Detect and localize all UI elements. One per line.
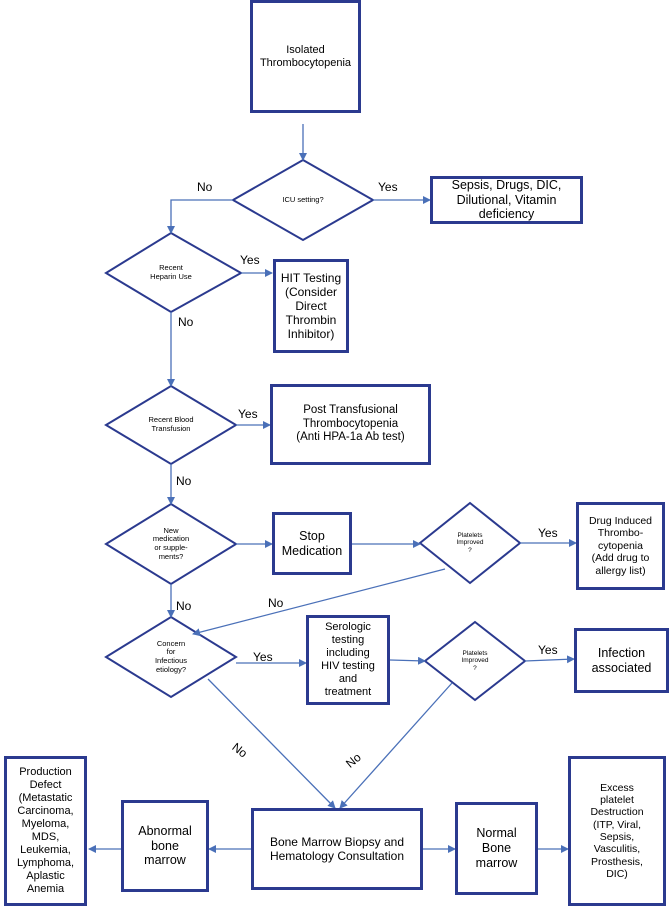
box-infection-associated-text: Infection associated xyxy=(591,645,652,675)
box-stop-medication-text: Stop Medication xyxy=(281,528,343,558)
box-production-defect: Production Defect (Metastatic Carcinoma,… xyxy=(4,756,87,906)
box-icu-causes: Sepsis, Drugs, DIC, Dilutional, Vitamin … xyxy=(430,176,583,224)
label-platelets2-yes: Yes xyxy=(538,643,558,657)
box-isolated-thrombocytopenia: Isolated Thrombocytopenia xyxy=(250,0,361,113)
box-icu-causes-text: Sepsis, Drugs, DIC, Dilutional, Vitamin … xyxy=(451,177,562,222)
label-platelets1-no: No xyxy=(268,596,284,610)
box-production-defect-text: Production Defect (Metastatic Carcinoma,… xyxy=(16,766,75,895)
arrow-infectious-no xyxy=(207,678,336,809)
decision-icu-text: ICU setting? xyxy=(282,194,324,204)
decision-platelets1-text: Platelets Improved ? xyxy=(456,531,484,554)
arrow-platelets2-yes xyxy=(524,655,575,664)
box-stop-medication: Stop Medication xyxy=(272,512,352,575)
label-medication-no: No xyxy=(176,599,192,613)
label-icu-no: No xyxy=(197,180,213,194)
box-drug-induced: Drug Induced Thrombo- cytopenia (Add dru… xyxy=(576,502,665,590)
label-infectious-yes: Yes xyxy=(253,650,273,664)
box-post-transfusional-text: Post Transfusional Thrombocytopenia (Ant… xyxy=(296,404,405,444)
label-platelets1-yes: Yes xyxy=(538,526,558,540)
box-post-transfusional: Post Transfusional Thrombocytopenia (Ant… xyxy=(270,384,431,465)
label-heparin-no: No xyxy=(178,315,194,329)
decision-medication-text: New medication or supple- ments? xyxy=(152,525,190,561)
decision-heparin-text: Recent Heparin Use xyxy=(150,263,192,281)
box-hit-testing: HIT Testing (Consider Direct Thrombin In… xyxy=(273,259,349,353)
box-hit-testing-text: HIT Testing (Consider Direct Thrombin In… xyxy=(280,270,342,342)
box-abnormal-bone-marrow: Abnormal bone marrow xyxy=(121,800,209,892)
decision-infectious-text: Concern for Infectious etiology? xyxy=(154,638,188,674)
decision-infectious-diamond xyxy=(104,615,238,699)
box-infection-associated: Infection associated xyxy=(574,628,669,693)
box-excess-platelet-destruction: Excess platelet Destruction (ITP, Viral,… xyxy=(568,756,666,906)
box-excess-platelet-destruction-text: Excess platelet Destruction (ITP, Viral,… xyxy=(590,781,644,881)
decision-platelets2-diamond xyxy=(423,620,527,702)
decision-transfusion-text: Recent Blood Transfusion xyxy=(148,415,194,433)
box-isolated-thrombocytopenia-text: Isolated Thrombocytopenia xyxy=(259,43,352,69)
label-icu-yes: Yes xyxy=(378,180,398,194)
decision-platelets2-text: Platelets Improved ? xyxy=(461,649,489,672)
arrow-serologic-to-platelets2 xyxy=(389,656,426,665)
decision-platelets1-diamond xyxy=(418,501,522,585)
label-transfusion-no: No xyxy=(176,474,192,488)
box-serologic-testing: Serologic testing including HIV testing … xyxy=(306,615,390,705)
box-bone-marrow-biopsy: Bone Marrow Biopsy and Hematology Consul… xyxy=(251,808,423,890)
decision-icu-diamond xyxy=(230,158,376,242)
arrow-icu-no xyxy=(167,199,233,234)
box-serologic-testing-text: Serologic testing including HIV testing … xyxy=(321,621,375,698)
box-abnormal-bone-marrow-text: Abnormal bone marrow xyxy=(138,823,192,868)
label-transfusion-yes: Yes xyxy=(238,407,258,421)
box-normal-bone-marrow-text: Normal Bone marrow xyxy=(475,826,518,870)
box-bone-marrow-biopsy-text: Bone Marrow Biopsy and Hematology Consul… xyxy=(269,834,405,863)
box-drug-induced-text: Drug Induced Thrombo- cytopenia (Add dru… xyxy=(588,515,653,577)
label-heparin-yes: Yes xyxy=(240,253,260,267)
arrow-platelets2-no xyxy=(339,682,453,809)
box-normal-bone-marrow: Normal Bone marrow xyxy=(455,802,538,895)
arrow-platelets1-no xyxy=(192,568,446,637)
